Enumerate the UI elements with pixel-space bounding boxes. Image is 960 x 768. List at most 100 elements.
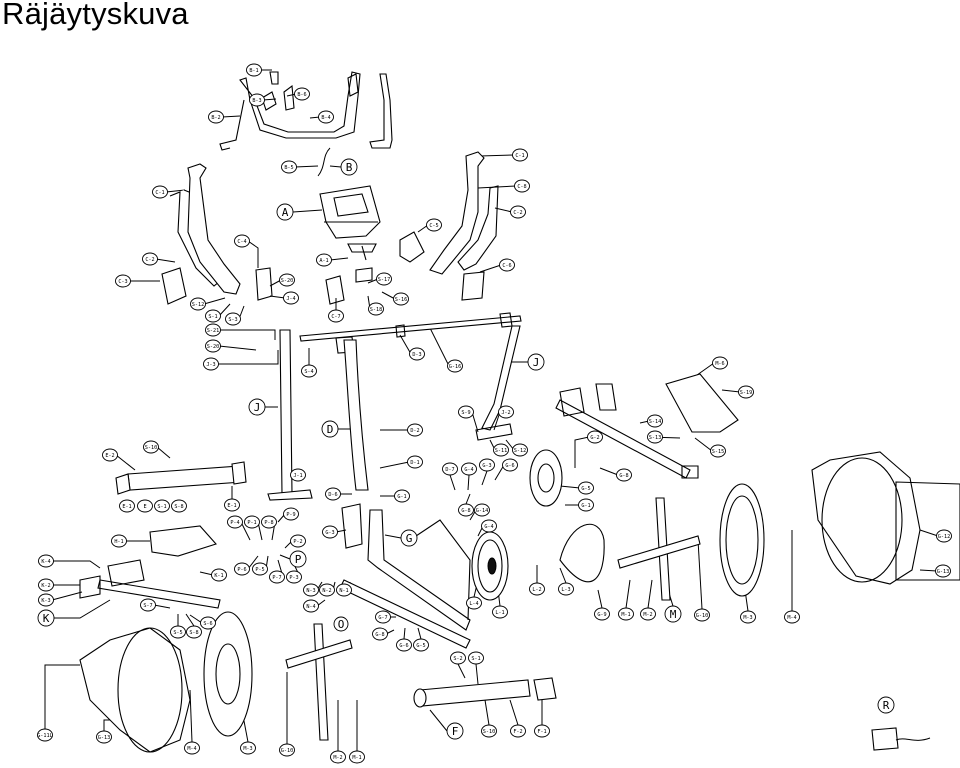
callout-s-17: S-17 [376, 272, 392, 286]
callout-text: S-7 [143, 603, 152, 609]
callout-text: S-19 [740, 390, 753, 396]
callout-circle [578, 498, 594, 512]
callout-text: S-20 [207, 344, 220, 350]
callout-circle [240, 741, 256, 755]
callout-s-6: S-6 [200, 616, 216, 630]
callout-s-1: S-1 [154, 499, 170, 513]
callout-l-1: L-1 [492, 605, 508, 619]
callout-circle [330, 750, 346, 764]
callout-b-6: B-6 [294, 87, 310, 101]
callout-circle [450, 651, 466, 665]
callout-text: C-2 [513, 210, 522, 216]
callout-k: K [37, 609, 55, 627]
callout-circle [38, 578, 54, 592]
callout-text: N-3 [306, 588, 315, 594]
callout-circle [468, 651, 484, 665]
callout-s-21: S-21 [205, 323, 221, 337]
callout-text: S-12 [514, 448, 527, 454]
callout-s-12: S-12 [512, 443, 528, 457]
callout-text: F-2 [513, 729, 522, 735]
callout-s-10: S-10 [481, 724, 497, 738]
callout-text: M-2 [643, 612, 652, 618]
callout-s-3: S-3 [225, 312, 241, 326]
callout-text: S-14 [649, 419, 662, 425]
callout-circle [289, 550, 307, 568]
callout-circle [442, 462, 458, 476]
callout-circle [119, 499, 135, 513]
callout-circle [534, 724, 550, 738]
callout-text: F-1 [537, 729, 546, 735]
callout-circle [376, 272, 392, 286]
callout-g: G [400, 529, 418, 547]
callout-m-2: M-2 [330, 750, 346, 764]
callout-h-1: H-1 [111, 534, 127, 548]
callout-text: S-20 [281, 278, 294, 284]
callout-s-9: S-9 [458, 405, 474, 419]
callout-circle [409, 347, 425, 361]
callout-g-4: G-4 [481, 519, 497, 533]
callout-s-2: S-2 [450, 651, 466, 665]
callout-g-1: G-1 [394, 489, 410, 503]
callout-s-16: S-16 [393, 292, 409, 306]
callout-n-4: N-4 [303, 599, 319, 613]
callout-text: K-4 [41, 559, 50, 565]
callout-circle [481, 519, 497, 533]
callout-g-13: G-13 [935, 564, 951, 578]
callout-k-3: K-3 [38, 593, 54, 607]
callout-s-12: S-12 [190, 297, 206, 311]
callout-r: R [877, 696, 895, 714]
callout-circle [211, 568, 227, 582]
callout-text: G-1 [397, 494, 406, 500]
callout-e-1: E-1 [224, 498, 240, 512]
callout-text: G-5 [581, 486, 590, 492]
callout-p-7: P-7 [269, 570, 285, 584]
callout-circle [512, 443, 528, 457]
callout-s-1: S-1 [468, 651, 484, 665]
callout-circle [616, 468, 632, 482]
callout-circle [318, 110, 334, 124]
callout-text: J-3 [206, 362, 215, 368]
callout-g-5: G-5 [413, 638, 429, 652]
callout-d-7: D-7 [442, 462, 458, 476]
callout-text: G-12 [938, 534, 951, 540]
callout-text: C-5 [429, 223, 438, 229]
callout-text: O [338, 618, 345, 631]
callout-text: P-3 [289, 575, 298, 581]
callout-c-7: C-7 [328, 309, 344, 323]
callout-s-14: S-14 [647, 414, 663, 428]
callout-circle [640, 607, 656, 621]
callout-l-3: L-3 [558, 582, 574, 596]
callout-circle [512, 148, 528, 162]
callout-circle [184, 741, 200, 755]
callout-circle [413, 638, 429, 652]
callout-text: G-7 [378, 615, 387, 621]
callout-circle [493, 443, 509, 457]
callout-circle [224, 498, 240, 512]
callout-text: C-1 [155, 190, 164, 196]
callout-circle [281, 160, 297, 174]
callout-circle [479, 458, 495, 472]
callout-text: P [295, 553, 302, 566]
callout-circle [481, 724, 497, 738]
callout-circle [249, 93, 265, 107]
callout-o: O [333, 616, 349, 632]
callout-text: G-10 [281, 748, 294, 754]
callout-circle [514, 179, 530, 193]
callout-e: E [137, 499, 153, 513]
callout-g-4: G-4 [461, 462, 477, 476]
callout-circle [319, 583, 335, 597]
callout-g-12: G-12 [936, 529, 952, 543]
callout-circle [140, 598, 156, 612]
callout-text: G-3 [482, 463, 491, 469]
callout-g-3: G-3 [479, 458, 495, 472]
callout-text: C-7 [331, 314, 340, 320]
callout-circle [396, 638, 412, 652]
callout-circle [38, 554, 54, 568]
callout-text: S-11 [495, 448, 508, 454]
callout-circle [784, 610, 800, 624]
callout-text: C-6 [502, 263, 511, 269]
callout-g-3: G-3 [322, 525, 338, 539]
callout-text: M-4 [187, 746, 196, 752]
callout-b-5: B-5 [281, 160, 297, 174]
callout-d-2: D-2 [407, 423, 423, 437]
